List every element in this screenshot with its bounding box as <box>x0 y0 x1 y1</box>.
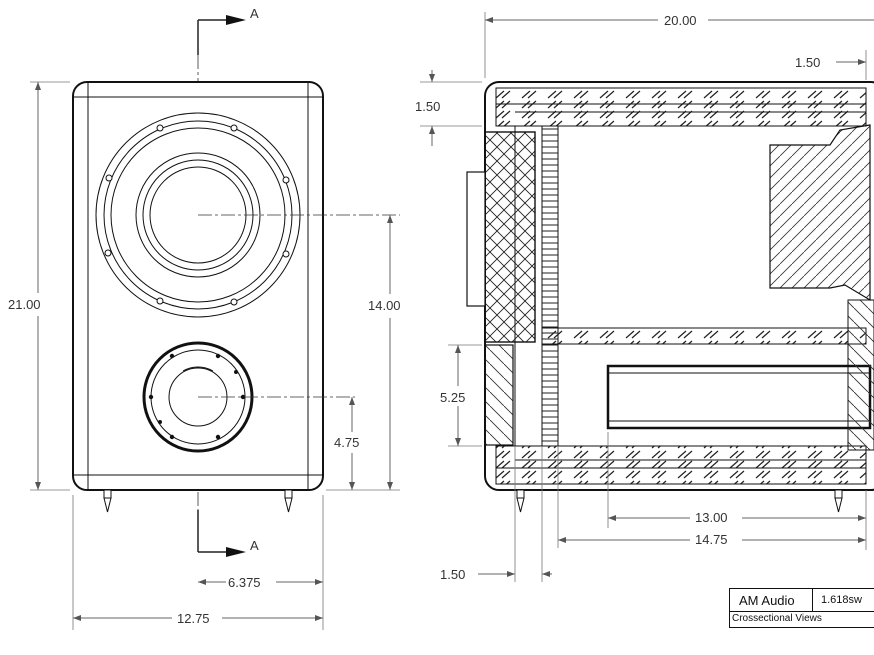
title-block-title: Crossectional Views <box>732 613 822 624</box>
woofer <box>95 112 301 318</box>
dim-half-width-text: 6.375 <box>228 575 261 590</box>
dim-width: 12.75 <box>72 495 324 630</box>
front-baffle-woofer <box>484 131 536 343</box>
inner-brace <box>541 125 559 447</box>
dim-top-panel: 1.50 <box>412 70 482 146</box>
section-view: 20.00 1.50 1.50 5.25 <box>412 12 874 582</box>
woofer-magnet <box>769 124 871 302</box>
dim-woofer-center: 14.00 <box>326 215 414 491</box>
dim-right-wall: 1.50 <box>795 50 867 80</box>
dim-port-height: 5.25 <box>440 344 482 447</box>
title-block-doc-number: 1.618sw <box>821 594 862 606</box>
shelf <box>541 327 867 345</box>
dim-inner-length-text: 14.75 <box>695 532 728 547</box>
dim-width-text: 12.75 <box>177 611 210 626</box>
dim-inner-length: 14.75 <box>557 446 866 548</box>
dim-front-baffle-text: 1.50 <box>440 567 465 582</box>
section-spike-feet <box>516 489 843 513</box>
rear-panel <box>847 299 874 451</box>
spike-feet <box>103 489 293 513</box>
dim-depth: 20.00 <box>484 12 874 78</box>
dim-right-wall-text: 1.50 <box>795 55 820 70</box>
dim-port-length-text: 13.00 <box>695 510 728 525</box>
section-label-bottom: A <box>250 538 259 553</box>
front-baffle-lower <box>484 344 514 446</box>
section-line-bottom: A <box>197 510 259 557</box>
port-tube <box>606 364 872 430</box>
dim-top-panel-text: 1.50 <box>415 99 440 114</box>
title-block-company: AM Audio <box>739 593 795 608</box>
dim-front-baffle: 1.50 <box>440 446 552 582</box>
dim-woofer-center-text: 14.00 <box>368 298 401 313</box>
title-block: AM Audio 1.618sw Crossectional Views <box>729 588 874 628</box>
cabinet-front-outline <box>72 81 324 491</box>
dim-port-height-text: 5.25 <box>440 390 465 405</box>
bottom-panel <box>495 445 867 485</box>
section-label-top: A <box>250 6 259 21</box>
dim-half-width: 6.375 <box>198 495 324 590</box>
dim-tweeter-center-text: 4.75 <box>334 435 359 450</box>
section-line-top: A <box>197 6 259 55</box>
dim-depth-text: 20.00 <box>664 13 697 28</box>
dim-height-text: 21.00 <box>8 297 41 312</box>
dim-height: 21.00 <box>3 81 70 491</box>
woofer-cone-edge <box>466 171 486 307</box>
top-panel <box>495 87 867 127</box>
dim-port-length: 13.00 <box>607 432 867 550</box>
dim-tweeter-center: 4.75 <box>332 397 372 490</box>
front-view: A A <box>3 6 414 630</box>
